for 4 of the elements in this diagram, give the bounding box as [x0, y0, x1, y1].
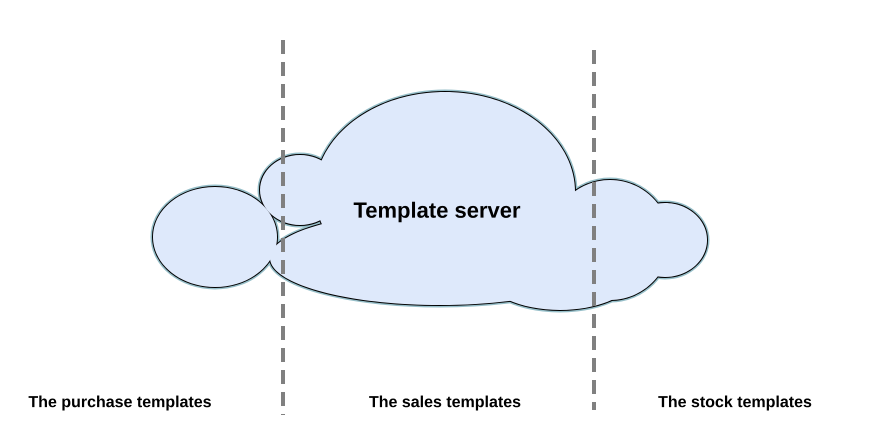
section-label: The sales templates — [369, 396, 520, 410]
section-label: The purchase templates — [28, 396, 211, 410]
cloud: Template server — [150, 90, 710, 312]
section-label: The stock templates — [658, 396, 812, 410]
